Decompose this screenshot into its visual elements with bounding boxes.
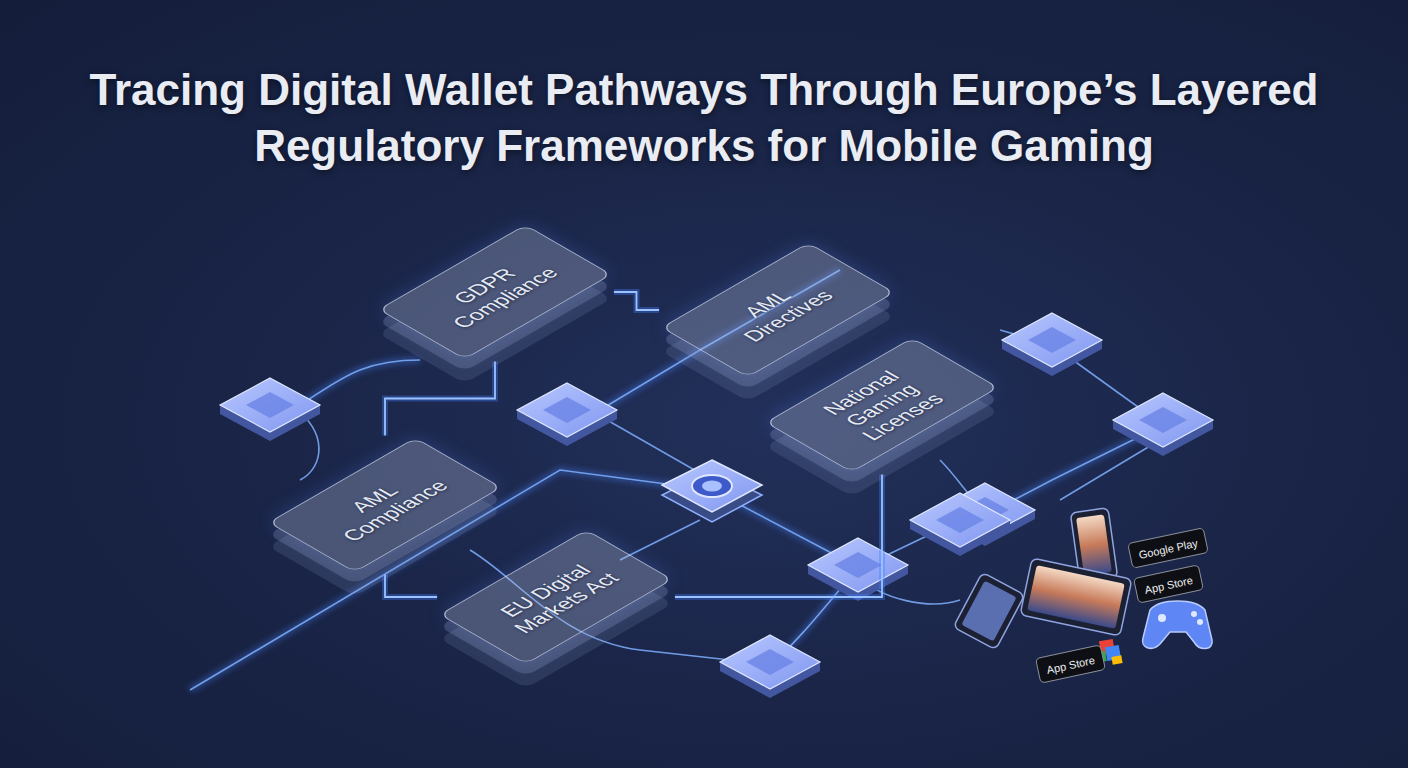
- connector-glow: [385, 362, 495, 436]
- devices: [953, 508, 1212, 665]
- diagram-title: Tracing Digital Wallet Pathways Through …: [60, 62, 1348, 174]
- tile-inner: [834, 552, 882, 578]
- regulation-panel: National Gaming Licenses: [765, 338, 999, 473]
- tile-inner: [746, 649, 794, 675]
- regulation-panel: EU Digital Markets Act: [439, 530, 673, 665]
- tile-top: [808, 538, 908, 592]
- badge-label: App Store: [1045, 654, 1095, 676]
- connector-glow: [385, 575, 437, 598]
- hub-hexagon: [662, 460, 762, 522]
- store-badge: App Store: [1035, 644, 1106, 683]
- badge-label: App Store: [1143, 574, 1193, 596]
- connector: [614, 292, 659, 310]
- connector: [385, 575, 437, 598]
- connector: [675, 475, 882, 598]
- tile-inner: [1139, 407, 1187, 433]
- store-badge: Google Play: [1127, 527, 1209, 569]
- tile-top: [1002, 313, 1102, 367]
- tile-inner: [543, 397, 591, 423]
- title-text: Tracing Digital Wallet Pathways Through …: [90, 65, 1319, 170]
- tile-top: [517, 383, 617, 437]
- regulation-panel: AML Directives: [661, 243, 895, 378]
- panel-label: EU Digital Markets Act: [475, 550, 638, 644]
- connector-glow: [614, 292, 659, 310]
- panel-label: National Gaming Licenses: [790, 352, 974, 458]
- regulation-panel: GDPR Compliance: [378, 225, 612, 360]
- panel-label: AML Compliance: [304, 458, 467, 552]
- tile-top: [720, 635, 820, 689]
- connector: [385, 362, 495, 436]
- tile-inner: [1028, 327, 1076, 353]
- tile-top: [220, 378, 320, 432]
- tile-top: [910, 493, 1010, 547]
- tile-inner: [936, 507, 984, 533]
- tile-top: [1113, 393, 1213, 447]
- store-badge: App Store: [1133, 564, 1204, 603]
- panel-label: GDPR Compliance: [414, 245, 577, 339]
- regulation-panel: AML Compliance: [268, 438, 502, 573]
- connector-glow: [675, 475, 882, 598]
- node-tiles: [220, 313, 1213, 698]
- panel-label: AML Directives: [697, 263, 860, 357]
- tile-inner: [246, 392, 294, 418]
- badge-label: Google Play: [1138, 537, 1199, 561]
